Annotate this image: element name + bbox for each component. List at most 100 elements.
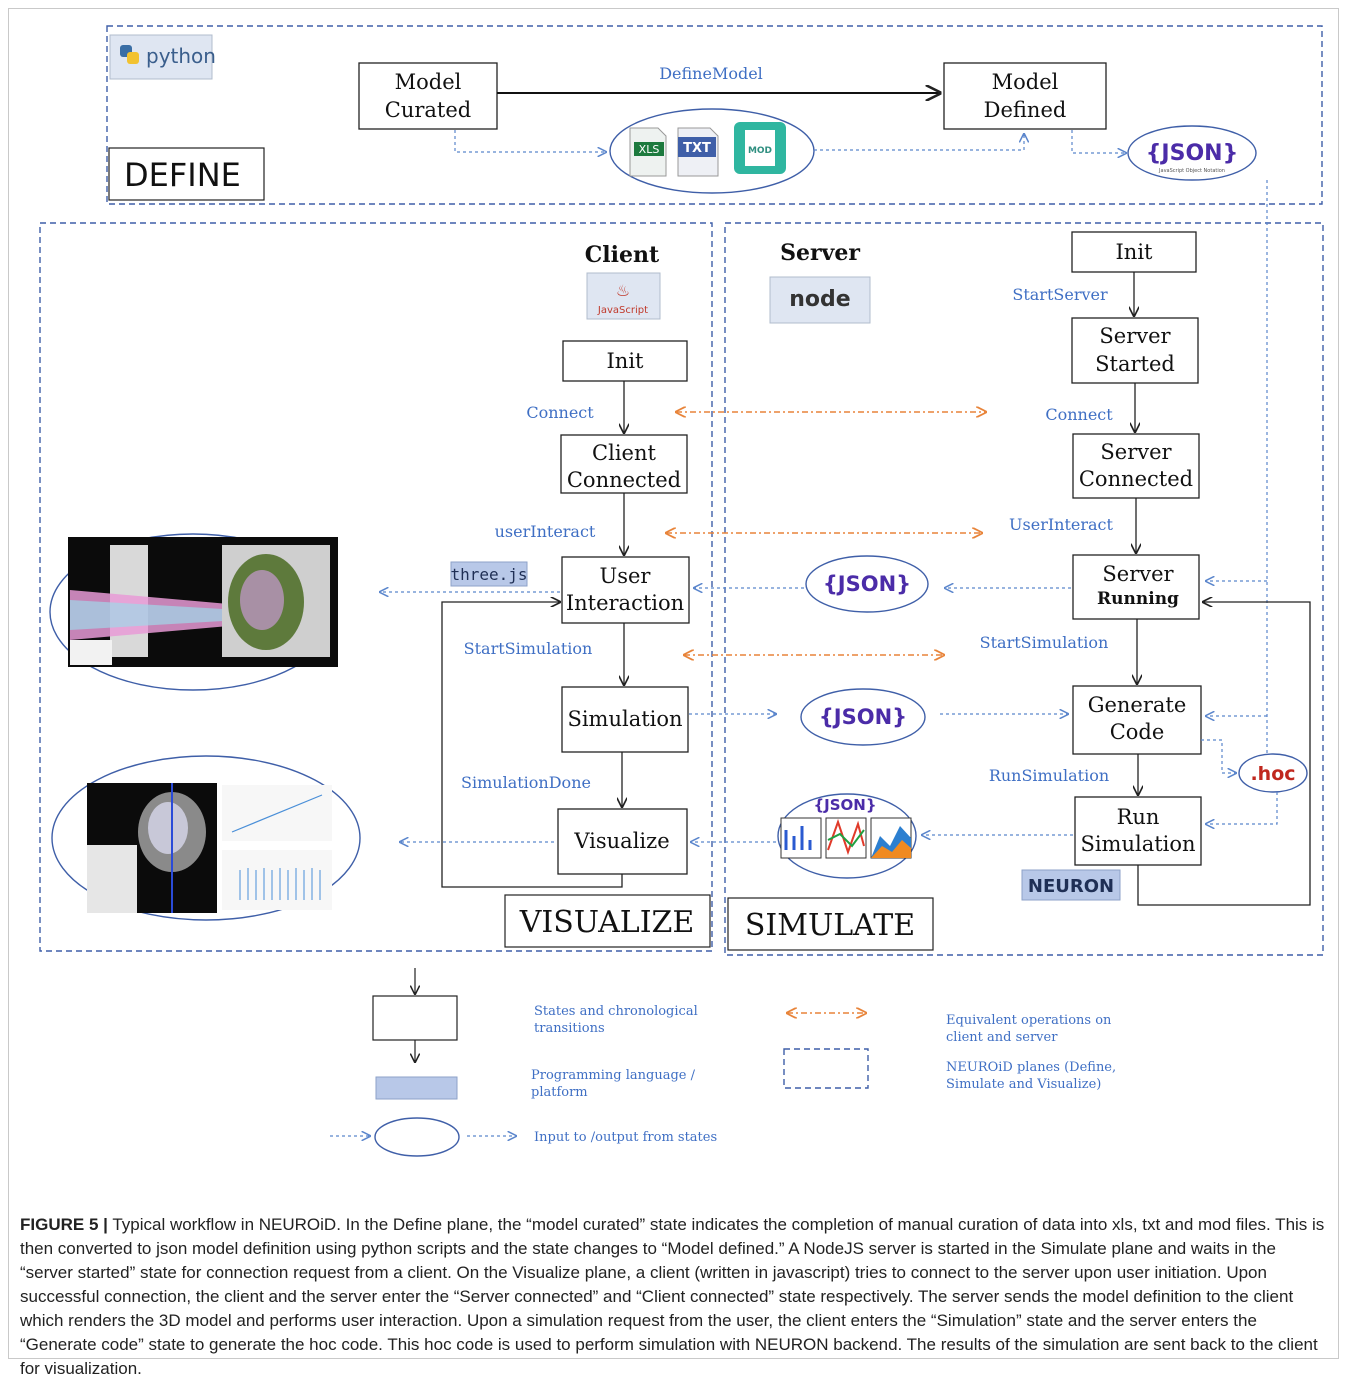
javascript-icon: ♨ [616,281,630,300]
legend-planes-l2: Simulate and Visualize) [946,1077,1101,1092]
legend-states-l1: States and chronological [534,1004,698,1019]
svg-text:JavaScript Object Notation: JavaScript Object Notation [1158,168,1225,174]
json-icon: {JSON} [813,796,876,814]
state-run-simulation [1074,796,1202,866]
client-startsim-label: StartSimulation [464,639,593,658]
runsim-loop-arrow [1137,602,1311,906]
define-plane [106,25,1323,205]
server-connected-l2: Connected [1079,467,1193,491]
legend-io-label: Input to /output from states [534,1130,717,1145]
server-running-l2: Running [1097,589,1179,609]
model-curated-l2: Curated [385,98,471,122]
files-to-defined-arrow [814,134,1024,151]
server-runsim-label: RunSimulation [989,766,1109,785]
mod-file-icon: MOD [734,122,786,174]
visualize-label-box [504,894,711,948]
node-logo-box [769,276,871,324]
json-simulation-ellipse [800,688,926,746]
client-simdone-label: SimulationDone [461,773,591,792]
results-screenshot [87,783,332,913]
render-3d-screenshot [68,537,338,667]
neuron-box [1021,869,1121,901]
server-connect-label: Connect [1045,405,1113,424]
result-plots-icon [780,817,912,859]
json-define-ellipse [1127,125,1257,181]
node-icon: node [789,287,850,312]
define-model-label: DefineModel [659,64,763,83]
state-model-curated [358,62,498,130]
hoc-icon: .hoc [1250,763,1295,785]
visualize-loop-arrow [441,602,623,888]
defined-to-json-arrow [1071,130,1126,153]
define-label-box [108,147,265,201]
simulate-plane-label: SIMULATE [745,908,915,943]
state-simulation [561,686,689,753]
simulate-plane [724,222,1324,956]
user-interaction-l2: Interaction [566,591,684,615]
python-icon [120,45,139,64]
visualize-plane [39,222,713,952]
javascript-label: JavaScript [597,305,648,316]
server-init-label: Init [1116,240,1154,264]
neuron-label: NEURON [1028,876,1114,897]
model-curated-l1: Model [395,70,462,94]
legend-states-l2: transitions [534,1021,605,1036]
legend-plane-box [783,1048,869,1089]
simulation-label: Simulation [567,707,682,731]
json-icon: {JSON} [823,572,911,596]
hoc-to-run-arrow [1206,792,1278,824]
legend-planes-l1: NEUROiD planes (Define, [946,1060,1116,1075]
server-userinteract-label: UserInteract [1009,515,1113,534]
json-icon: {JSON} [1146,141,1238,166]
run-simulation-l2: Simulation [1080,832,1195,856]
model-defined-l2: Defined [984,98,1067,122]
workflow-diagram: {JSON} DEFINE VISUALIZE SIMULATE python … [39,25,1324,1157]
generate-code-l2: Code [1110,720,1165,744]
legend-io-ellipse [374,1117,460,1157]
legend-platform-l2: platform [531,1085,588,1100]
visualize-label: Visualize [573,829,669,853]
server-startserver-label: StartServer [1012,285,1108,304]
generate-to-hoc-arrow [1201,739,1236,773]
server-running-l1: Server [1102,562,1174,586]
server-started-l1: Server [1099,324,1171,348]
state-client-connected [560,434,688,494]
user-interaction-l1: User [600,564,652,588]
svg-text:MOD: MOD [748,146,772,156]
javascript-logo-box [586,272,661,320]
client-userinteract-label: userInteract [495,522,596,541]
server-startsim-label: StartSimulation [980,633,1109,652]
state-server-connected [1072,433,1200,499]
svg-text:XLS: XLS [639,143,660,156]
json-icon: {JSON} [819,705,907,729]
client-init-label: Init [607,349,645,373]
caption-text: Typical workflow in NEUROiD. In the Defi… [20,1215,1325,1378]
legend-platform-l1: Programming language / [531,1068,696,1083]
state-user-interaction [561,556,690,624]
legend-state-box [372,995,458,1041]
svg-text:TXT: TXT [683,141,711,156]
caption-label: FIGURE 5 | [20,1215,108,1234]
simulate-label-box [727,897,934,951]
server-heading: Server [780,240,860,266]
client-connected-l1: Client [592,441,656,465]
server-started-l2: Started [1095,352,1175,376]
server-connected-l1: Server [1100,440,1172,464]
visualize-plane-label: VISUALIZE [519,905,695,940]
threejs-box [450,561,528,587]
xls-file-icon: XLS [629,127,667,177]
state-generate-code [1072,685,1202,755]
figure-caption: FIGURE 5 | Typical workflow in NEUROiD. … [20,1213,1330,1381]
figure-frame [8,8,1339,1359]
generate-code-l1: Generate [1088,693,1187,717]
model-defined-l1: Model [992,70,1059,94]
run-simulation-l1: Run [1117,805,1160,829]
threejs-label: three.js [450,565,527,584]
client-connect-label: Connect [526,403,594,422]
client-connected-l2: Connected [567,468,681,492]
state-visualize [557,808,688,875]
state-server-running [1072,554,1200,620]
client-heading: Client [585,242,660,268]
txt-file-icon: TXT [677,127,719,177]
legend-equiv-l2: client and server [946,1030,1058,1045]
